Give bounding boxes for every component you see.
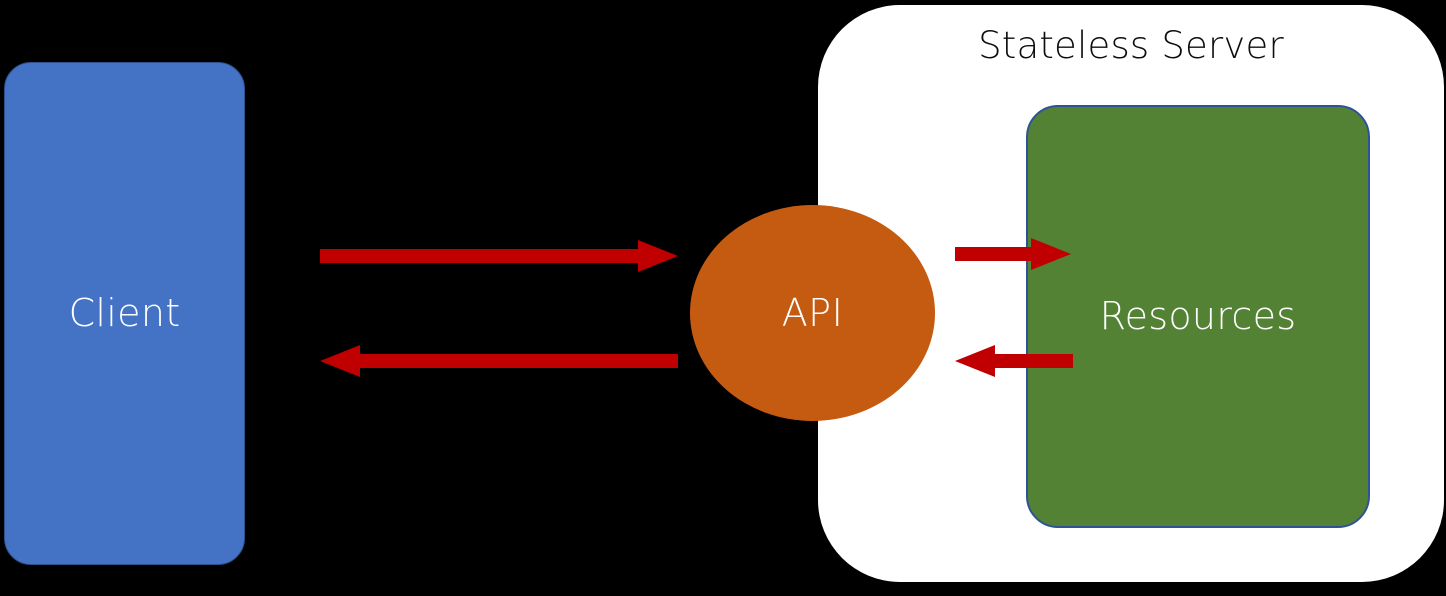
arrow-api-to-resources [955, 236, 1073, 272]
arrow-client-to-api [320, 238, 680, 274]
arrow-api-to-client [316, 343, 678, 379]
client-node[interactable]: Client [4, 62, 245, 565]
client-node-label: Client [68, 290, 181, 335]
stateless-server-title: Stateless Server [978, 24, 1284, 67]
resources-node-label: Resources [1099, 293, 1297, 338]
api-node[interactable]: API [690, 205, 935, 421]
api-node-label: API [781, 290, 844, 335]
resources-node[interactable]: Resources [1026, 105, 1370, 528]
arrow-resources-to-api [951, 343, 1073, 379]
